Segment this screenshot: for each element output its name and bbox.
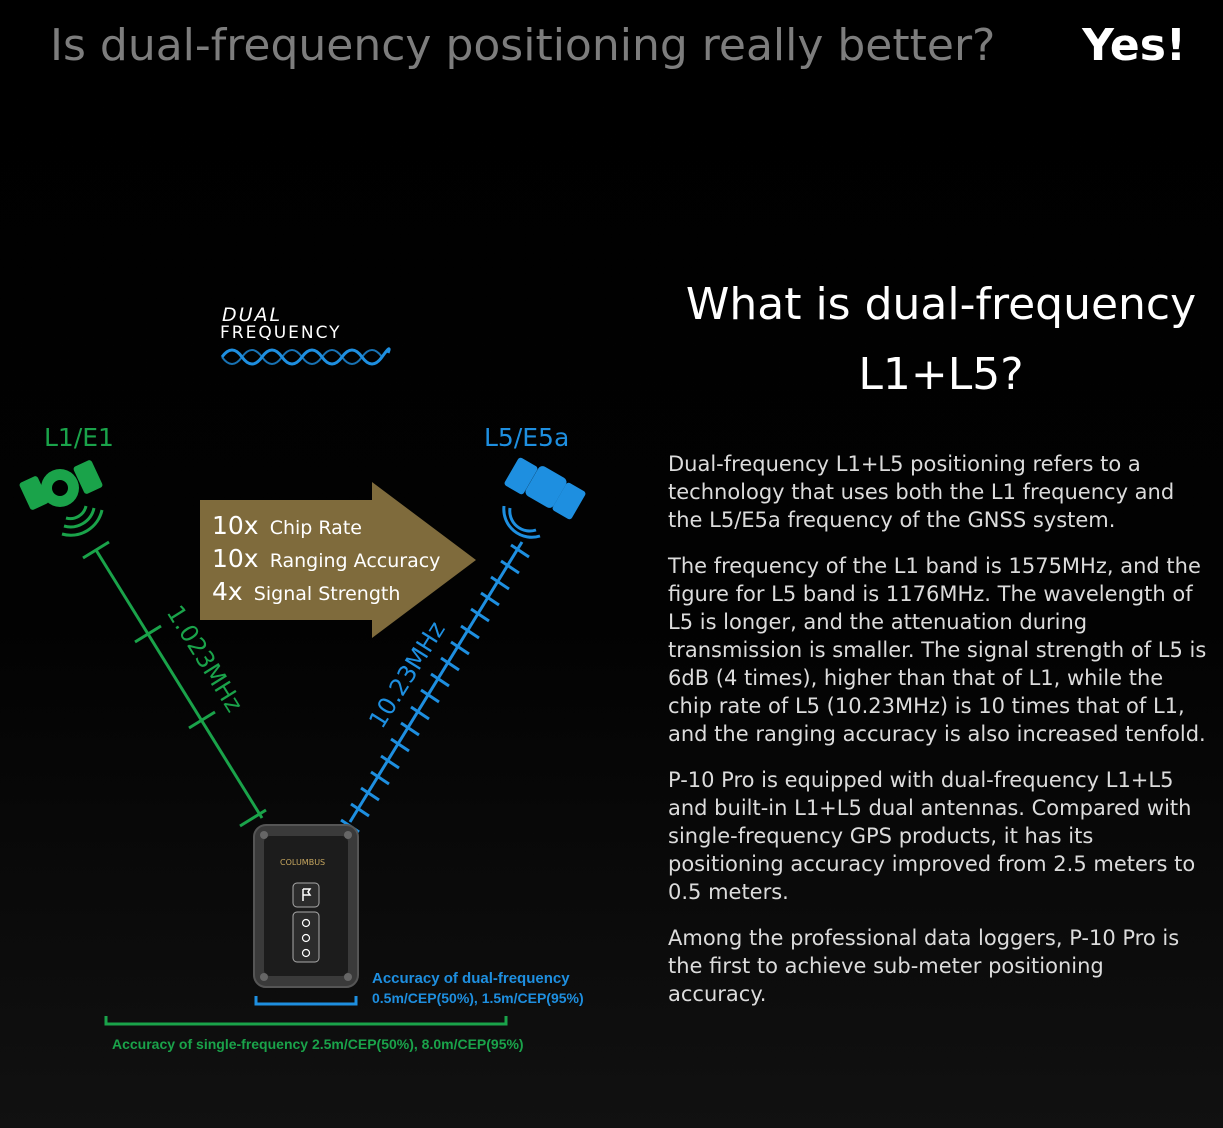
dual-accuracy-values: 0.5m/CEP(50%), 1.5m/CEP(95%) bbox=[372, 990, 584, 1006]
section-heading: What is dual-frequency L1+L5? bbox=[656, 270, 1223, 410]
section-body: Dual-frequency L1+L5 positioning refers … bbox=[668, 450, 1208, 1026]
l1-signal-label: L1/E1 bbox=[44, 423, 114, 452]
arrow-line-1: 10x Chip Rate bbox=[212, 511, 362, 540]
l5-satellite-icon bbox=[502, 457, 586, 539]
device-button-panel bbox=[292, 911, 320, 963]
arrow-line-1-multiplier: 10x bbox=[212, 511, 259, 540]
mode-icon-3 bbox=[301, 948, 311, 958]
paragraph-4: Among the professional data loggers, P-1… bbox=[668, 926, 1180, 1006]
arrow-line-3-text: Signal Strength bbox=[254, 583, 401, 605]
device-brand: COLUMBUS bbox=[280, 858, 325, 867]
paragraph-1: Dual-frequency L1+L5 positioning refers … bbox=[668, 452, 1175, 532]
arrow-line-2: 10x Ranging Accuracy bbox=[212, 544, 440, 573]
gps-logger-device: COLUMBUS bbox=[253, 824, 359, 988]
arrow-line-3: 4x Signal Strength bbox=[212, 577, 400, 606]
headline-question: Is dual-frequency positioning really bet… bbox=[50, 20, 996, 71]
l1-signal-path bbox=[82, 540, 267, 828]
paragraph-2: The frequency of the L1 band is 1575MHz,… bbox=[668, 554, 1207, 746]
arrow-line-2-multiplier: 10x bbox=[212, 544, 259, 573]
logo-line1: DUAL bbox=[222, 304, 282, 326]
paragraph-3: P-10 Pro is equipped with dual-frequency… bbox=[668, 768, 1196, 904]
dual-frequency-diagram: DUAL FREQUENCY L1/E1 L5/E5a 1.023MHz bbox=[19, 304, 586, 1052]
dual-accuracy-title: Accuracy of dual-frequency bbox=[372, 970, 570, 987]
dual-frequency-logo: DUAL FREQUENCY bbox=[220, 304, 391, 366]
mode-icon-1 bbox=[301, 918, 311, 928]
single-accuracy-label: Accuracy of single-frequency 2.5m/CEP(50… bbox=[112, 1036, 524, 1052]
comparison-arrow: 10x Chip Rate 10x Ranging Accuracy 4x Si… bbox=[200, 482, 476, 638]
headline-answer: Yes! bbox=[1082, 20, 1186, 71]
arrow-line-3-multiplier: 4x bbox=[212, 577, 243, 606]
single-accuracy-bracket bbox=[104, 1016, 508, 1026]
arrow-line-2-text: Ranging Accuracy bbox=[270, 550, 441, 572]
l1-satellite-icon bbox=[19, 460, 104, 537]
logo-line2: FREQUENCY bbox=[220, 323, 342, 343]
section-heading-line2: L1+L5? bbox=[858, 349, 1024, 400]
section-heading-line1: What is dual-frequency bbox=[685, 279, 1197, 330]
mode-icon-2 bbox=[301, 933, 311, 943]
headline: Is dual-frequency positioning really bet… bbox=[50, 14, 1210, 84]
wave-icon-secondary bbox=[221, 349, 383, 365]
l5-signal-path bbox=[340, 541, 530, 834]
dual-accuracy-bracket bbox=[254, 996, 358, 1006]
l5-signal-label: L5/E5a bbox=[484, 423, 569, 452]
arrow-line-1-text: Chip Rate bbox=[270, 517, 362, 539]
wave-icon bbox=[220, 347, 391, 366]
flag-icon bbox=[302, 888, 312, 901]
